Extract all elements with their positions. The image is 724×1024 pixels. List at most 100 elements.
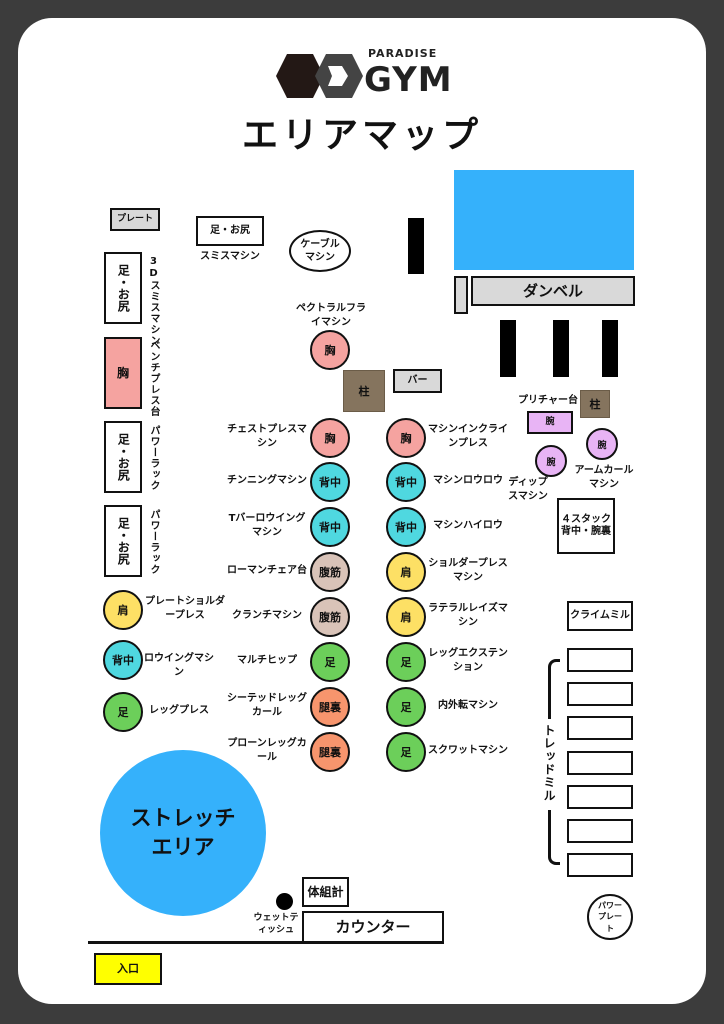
pillar-center-label: 柱 (358, 385, 370, 398)
entrance-wall (88, 941, 444, 944)
left-0-tag: 肩 (117, 604, 129, 617)
center-right-7-tag: 足 (400, 746, 412, 759)
bench-press-label: ベンチプレス台 (148, 340, 159, 417)
center-right-6-machine[interactable]: 足 (386, 687, 426, 727)
center-right-4-tag: 肩 (400, 611, 412, 624)
center-left-3-label: ローマンチェア台 (227, 565, 307, 576)
stretch-area[interactable]: ストレッチエリア (100, 750, 266, 916)
center-right-5-tag: 足 (400, 656, 412, 669)
cable-machine-label: ケーブルマシン (300, 238, 340, 264)
center-left-6-tag: 腿裏 (319, 701, 341, 714)
center-right-3-tag: 肩 (400, 566, 412, 579)
center-right-3-machine[interactable]: 肩 (386, 552, 426, 592)
center-left-1-label: チンニングマシン (227, 475, 307, 486)
plate-rack[interactable]: プレート (110, 208, 160, 231)
center-left-4-machine[interactable]: 腹筋 (310, 597, 350, 637)
pillar-right-label: 柱 (589, 398, 601, 411)
center-right-1-tag: 背中 (395, 476, 417, 489)
left-2-machine[interactable]: 足 (103, 692, 143, 732)
treadmill[interactable] (567, 648, 633, 672)
pectoral-fly-machine[interactable]: 胸 (310, 330, 350, 370)
four-stack-line1: ４スタック (561, 514, 611, 525)
free-area (454, 170, 634, 270)
center-right-6-label: 内外転マシン (438, 700, 498, 711)
reception-counter[interactable]: カウンター (302, 911, 444, 943)
center-right-0-tag: 胸 (400, 432, 412, 445)
stretch-area-label: ストレッチエリア (130, 805, 236, 859)
power-plate-label: パワープレート (598, 901, 622, 933)
smith-machine[interactable]: 足・お尻 (196, 216, 264, 246)
center-left-7-tag: 腿裏 (319, 746, 341, 759)
treadmill[interactable] (567, 819, 633, 843)
treadmill[interactable] (567, 784, 633, 809)
treadmill-bracket-bottom (548, 810, 560, 865)
four-stack-line2: 背中・腕裏 (561, 526, 611, 537)
bar-label: バー (407, 375, 428, 386)
hexagon-logo-icon (276, 54, 363, 98)
dumbbell-rack[interactable]: ダンベル (471, 276, 635, 306)
preacher-label: プリチャー台 (518, 395, 578, 406)
left-2-label: レッグプレス (149, 705, 209, 716)
center-right-6-tag: 足 (400, 701, 412, 714)
left-1-machine[interactable]: 背中 (103, 640, 143, 680)
center-left-7-machine[interactable]: 腿裏 (310, 732, 350, 772)
arm-curl-machine[interactable]: 腕 (586, 428, 618, 460)
center-left-2-machine[interactable]: 背中 (310, 507, 350, 547)
center-right-1-machine[interactable]: 背中 (386, 462, 426, 502)
preacher-tag: 腕 (545, 417, 555, 428)
center-left-1-machine[interactable]: 背中 (310, 462, 350, 502)
center-right-0-machine[interactable]: 胸 (386, 418, 426, 458)
center-left-5-label: マルチヒップ (237, 655, 297, 666)
center-left-0-label: チェストプレスマシン (227, 424, 307, 449)
power-rack-2[interactable]: 足・お尻 (104, 505, 142, 577)
four-stack-machine[interactable]: ４スタック 背中・腕裏 (557, 498, 615, 554)
center-right-5-machine[interactable]: 足 (386, 642, 426, 682)
bench-bar-1 (408, 218, 424, 274)
center-right-0-label: マシンインクラインプレス (428, 424, 508, 449)
arm-curl-tag: 腕 (597, 440, 607, 451)
left-2-tag: 足 (117, 706, 129, 719)
smith-3d-tag: 足・お尻 (116, 264, 131, 312)
pillar-right: 柱 (580, 390, 610, 418)
treadmill-label: トレッドミル (542, 724, 556, 802)
entrance[interactable]: 入口 (94, 953, 162, 985)
smith-3d-machine[interactable]: 足・お尻 (104, 252, 142, 324)
body-composition-label: 体組計 (307, 884, 344, 899)
dumbbell-label: ダンベル (522, 282, 583, 300)
center-right-2-machine[interactable]: 背中 (386, 507, 426, 547)
climbmill[interactable]: クライムミル (567, 601, 633, 631)
dips-tag: 腕 (546, 457, 556, 468)
brand-small: PARADISE (368, 47, 438, 60)
center-left-6-label: シーテッドレッグカール (227, 693, 307, 718)
center-left-7-label: プローンレッグカール (227, 738, 307, 763)
center-left-2-tag: 背中 (319, 521, 341, 534)
treadmill-bracket-top (548, 659, 560, 719)
center-right-4-machine[interactable]: 肩 (386, 597, 426, 637)
center-left-0-machine[interactable]: 胸 (310, 418, 350, 458)
bar-rack[interactable]: バー (393, 369, 442, 393)
dips-machine[interactable]: 腕 (535, 445, 567, 477)
body-composition-scale[interactable]: 体組計 (302, 877, 349, 907)
center-right-4-label: ラテラルレイズマシン (428, 603, 508, 628)
power-rack-1-label: パワーラック (148, 425, 159, 491)
left-0-label: プレートショルダープレス (145, 596, 225, 621)
preacher-bench[interactable]: 腕 (527, 411, 573, 434)
treadmill[interactable] (567, 682, 633, 707)
counter-label: カウンター (335, 918, 411, 936)
center-left-6-machine[interactable]: 腿裏 (310, 687, 350, 727)
center-left-5-machine[interactable]: 足 (310, 642, 350, 682)
treadmill[interactable] (567, 716, 633, 741)
treadmill[interactable] (567, 750, 633, 775)
left-0-machine[interactable]: 肩 (103, 590, 143, 630)
wet-tissue-label: ウェットティッシュ (253, 913, 299, 936)
center-left-3-machine[interactable]: 腹筋 (310, 552, 350, 592)
bench-press[interactable]: 胸 (104, 337, 142, 409)
cable-machine[interactable]: ケーブルマシン (289, 230, 351, 272)
power-rack-1[interactable]: 足・お尻 (104, 421, 142, 493)
treadmill[interactable] (567, 853, 633, 878)
dips-label: ディップスマシン (508, 477, 548, 502)
power-plate[interactable]: パワープレート (587, 894, 633, 940)
center-right-7-machine[interactable]: 足 (386, 732, 426, 772)
left-1-tag: 背中 (112, 654, 134, 667)
center-left-5-tag: 足 (324, 656, 336, 669)
